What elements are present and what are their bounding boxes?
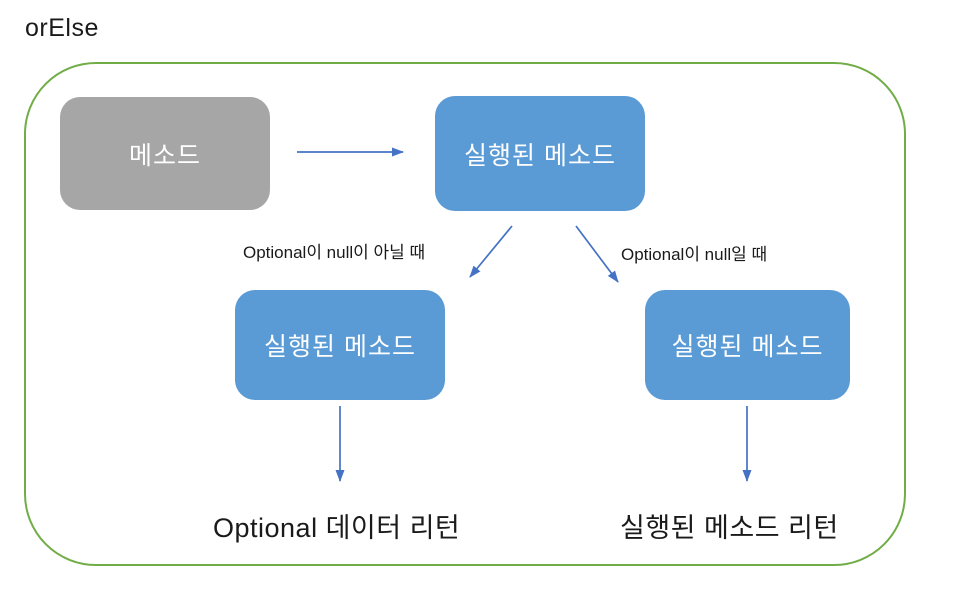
edge-label-optional-not-null: Optional이 null이 아닐 때 xyxy=(243,243,426,262)
node-method: 메소드 xyxy=(60,97,270,210)
edge-label-optional-null: Optional이 null일 때 xyxy=(621,245,768,264)
page-title: orElse xyxy=(25,14,99,42)
node-executed-method-right: 실행된 메소드 xyxy=(645,290,850,400)
node-executed-method-top: 실행된 메소드 xyxy=(435,96,645,211)
result-executed-method-return: 실행된 메소드 리턴 xyxy=(620,513,839,543)
node-executed-method-left: 실행된 메소드 xyxy=(235,290,445,400)
result-optional-data-return: Optional 데이터 리턴 xyxy=(213,513,461,543)
diagram-container-border xyxy=(24,62,906,566)
